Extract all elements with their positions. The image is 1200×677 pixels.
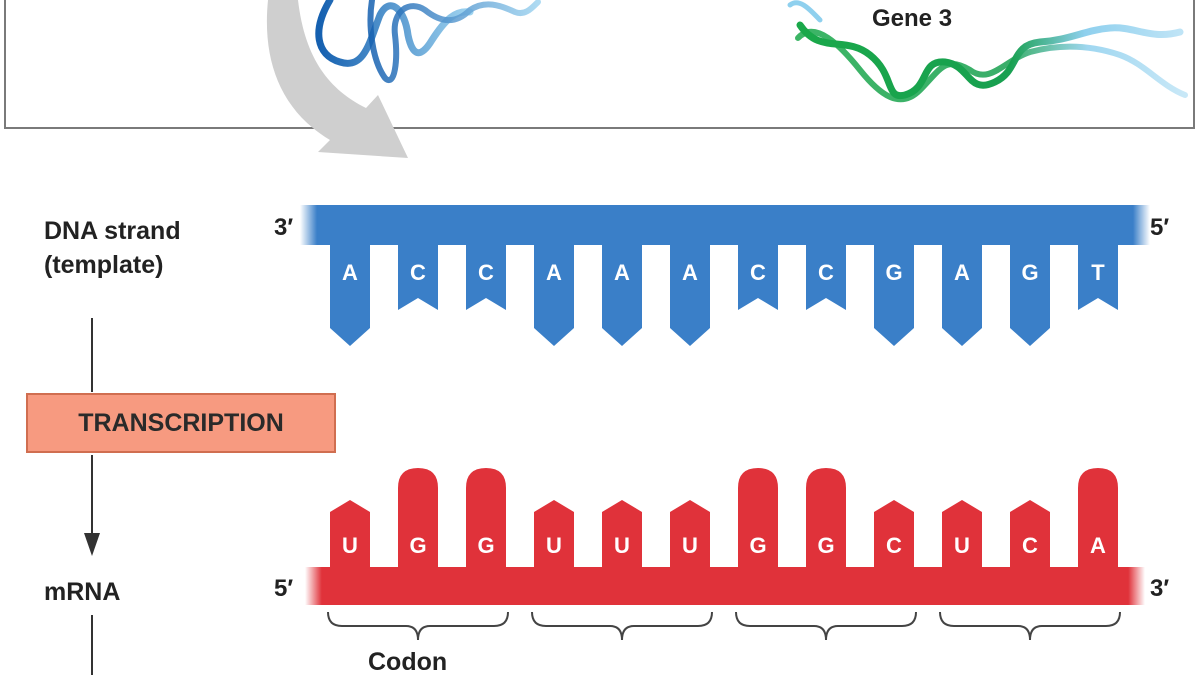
dna-base: A [670,244,710,346]
dna-base-shape [1010,244,1050,346]
dna-base-shape [738,244,778,310]
mrna-base: C [1010,500,1050,568]
mrna-base-shape [466,468,506,568]
codon-braces [327,611,1121,641]
dna-base: T [1078,244,1118,310]
mrna-left-end-label: 5′ [274,575,294,602]
mrna-base: A [1078,468,1118,568]
dna-base-letter: C [750,260,766,285]
mrna-base-letter: U [954,533,970,558]
dna-helix-gene3 [787,0,1188,103]
dna-base-letter: G [885,260,902,285]
dna-base-letter: A [682,260,698,285]
mrna-base-shape [1010,500,1050,568]
dna-backbone [300,205,1150,245]
mrna-base-shape [1078,468,1118,568]
dna-base-letter: A [342,260,358,285]
dna-helix-left [315,0,541,83]
mrna-base: U [534,500,574,568]
mrna-base: U [942,500,982,568]
mrna-base-shape [670,500,710,568]
mrna-base-letter: G [749,533,766,558]
mrna-base-letter: C [1022,533,1038,558]
dna-base-letter: A [614,260,630,285]
transcription-label: TRANSCRIPTION [78,408,284,437]
codon-brace [327,611,509,641]
dna-base: C [738,244,778,310]
mrna-base-letter: G [817,533,834,558]
dna-base-letter: C [478,260,494,285]
mrna-base-shape [602,500,642,568]
mrna-backbone [305,567,1145,605]
mrna-base-letter: C [886,533,902,558]
codon-brace [531,611,713,641]
dna-base: C [806,244,846,310]
mrna-label: mRNA [44,578,121,606]
dna-base: G [1010,244,1050,346]
mrna-base: G [738,468,778,568]
mrna-base-shape [874,500,914,568]
dna-base: A [602,244,642,346]
mrna-base-shape [806,468,846,568]
gene-3-label: Gene 3 [872,5,953,32]
zoom-arrow [266,0,408,158]
dna-base: C [398,244,438,310]
codon-brace [735,611,917,641]
dna-base-letter: C [410,260,426,285]
mrna-base-shape [398,468,438,568]
mrna-base-letter: U [546,533,562,558]
dna-strand-label: DNA strand (template) [44,214,181,282]
mrna-base: G [466,468,506,568]
transcription-box: TRANSCRIPTION [26,393,336,453]
mrna-base-shape [534,500,574,568]
dna-base-shape [1078,244,1118,310]
dna-base-letter: C [818,260,834,285]
mrna-base-letter: G [409,533,426,558]
dna-base-shape [942,244,982,346]
mrna-base: G [806,468,846,568]
dna-base-shape [398,244,438,310]
mrna-base: C [874,500,914,568]
dna-base: A [942,244,982,346]
codon-label: Codon [368,648,448,676]
dna-base-shape [330,244,370,346]
dna-base-shape [602,244,642,346]
dna-base-shape [466,244,506,310]
mrna-base-shape [738,468,778,568]
dna-base-letter: T [1091,260,1105,285]
mrna-base-letter: U [682,533,698,558]
dna-base-letter: G [1021,260,1038,285]
dna-base-shape [806,244,846,310]
mrna-base-letter: A [1090,533,1106,558]
mrna-base: U [330,500,370,568]
chromosome-panel-frame [4,0,1195,129]
mrna-base: U [602,500,642,568]
mrna-base-letter: U [342,533,358,558]
dna-base-shape [874,244,914,346]
dna-base: C [466,244,506,310]
mrna-base: G [398,468,438,568]
dna-base: A [330,244,370,346]
mrna-right-end-label: 3′ [1150,575,1170,602]
dna-strand-label-line1: DNA strand [44,217,181,245]
dna-base-shape [670,244,710,346]
dna-base: G [874,244,914,346]
mrna-base-letter: U [614,533,630,558]
mrna-base-shape [330,500,370,568]
dna-base-letter: A [546,260,562,285]
dna-left-end-label: 3′ [274,214,294,241]
dna-strand-label-line2: (template) [44,251,164,279]
dna-base-letter: A [954,260,970,285]
dna-right-end-label: 5′ [1150,214,1170,241]
codon-brace [939,611,1121,641]
mrna-base-letter: G [477,533,494,558]
mrna-base-shape [942,500,982,568]
dna-base-shape [534,244,574,346]
process-flow-arrows [84,318,100,675]
mrna-base: U [670,500,710,568]
dna-base: A [534,244,574,346]
